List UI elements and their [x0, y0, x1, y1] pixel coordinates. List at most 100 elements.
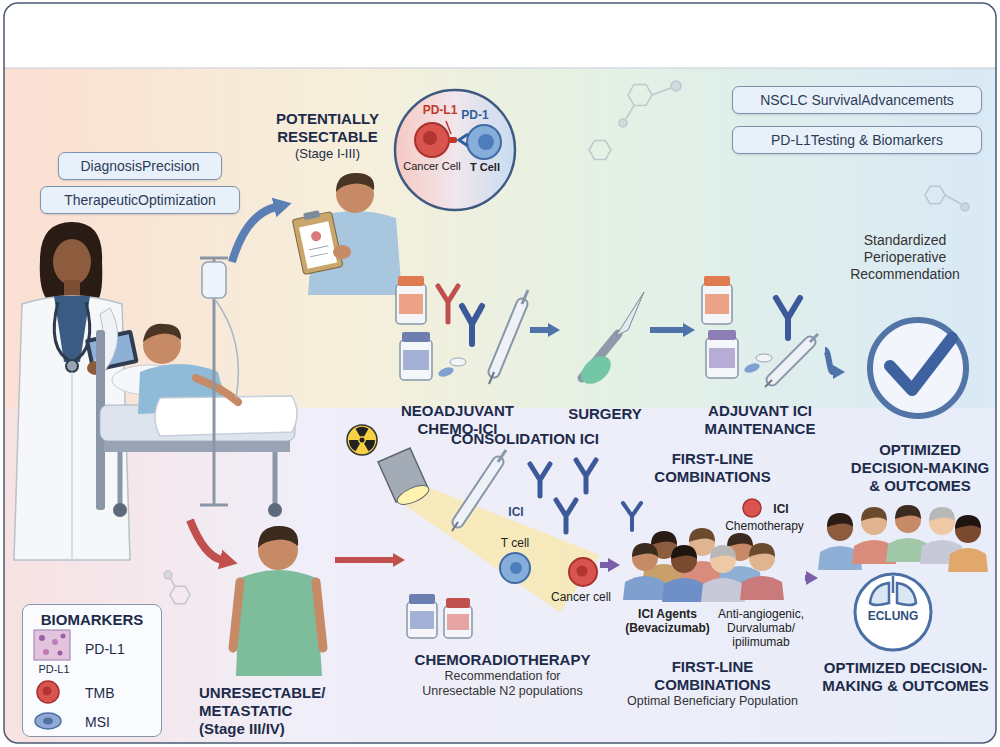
pd1-zoom-circle-part	[415, 123, 449, 157]
patient-bed-part	[268, 503, 282, 517]
outcome-group	[818, 505, 988, 650]
radiation-symbol-part	[356, 427, 369, 437]
frame	[4, 3, 996, 743]
unresectable-patient-figure-part	[258, 526, 298, 548]
text-wrap: POTENTIALLY RESECTABLE(Stage I-III)	[255, 108, 400, 164]
neoadjuvant-drugs-part	[396, 284, 426, 324]
figure-label: Standardized Perioperative Recommendatio…	[840, 232, 970, 282]
node-text: DiagnosisPrecision	[80, 158, 199, 175]
stage-subtitle: (Stage III/IV)	[199, 720, 331, 738]
node-text: PD-L1Testing & Biomarkers	[771, 132, 943, 149]
text-wrap: FIRST-LINE COMBINATIONSOptimal Beneficia…	[620, 656, 805, 710]
doctor-figure-part	[66, 360, 78, 372]
patient-group-part	[623, 503, 641, 530]
molecule-decoration-part	[945, 195, 961, 204]
patient-bed-part	[196, 378, 238, 402]
molecule-decoration	[164, 81, 969, 604]
figure-label: T Cell	[468, 161, 502, 174]
biomarker-icons-part	[52, 639, 58, 645]
consolidation-icons-part	[576, 460, 596, 492]
neoadjuvant-drugs-part	[402, 332, 430, 342]
doctor-figure-part	[40, 222, 103, 304]
text-wrap: CONSOLIDATION ICI	[440, 428, 610, 450]
immune-cells-part	[577, 566, 588, 577]
neoadjuvant-drugs-part	[400, 340, 432, 380]
adjuvant-drugs-part	[772, 342, 810, 380]
resectable-patient-figure-part-part	[292, 211, 343, 274]
neoadjuvant-drugs-part	[399, 294, 423, 314]
neoadjuvant-drugs-part	[494, 304, 522, 372]
icon-caption: ECLUNG	[863, 610, 923, 624]
text-wrap: ADJUVANT ICI MAINTENANCE	[695, 400, 825, 440]
chemo-vials-part	[409, 594, 435, 604]
patient-group-part	[710, 545, 736, 559]
adjuvant-drugs-part	[708, 330, 736, 340]
stage-node: POTENTIALLY RESECTABLE(Stage I-III)	[255, 108, 400, 295]
check-icon	[870, 320, 966, 416]
patient-group-part	[727, 533, 753, 547]
biomarker-icons	[22, 604, 162, 737]
patient-bed-part	[273, 452, 278, 505]
figure-label: PD-L1	[420, 103, 460, 117]
resectable-patient-figure-part	[336, 173, 374, 192]
icon-caption: ICI Agents (Bevacizumab)	[620, 608, 715, 636]
node-text: NSCLC SurvivalAdvancements	[760, 92, 954, 109]
radiation-symbol-part	[360, 438, 365, 443]
chemo-vials-part	[446, 598, 470, 608]
step-node: CONSOLIDATION ICIICI	[440, 428, 610, 533]
patient-bed	[96, 258, 297, 517]
adjuvant-drugs-part	[704, 276, 730, 286]
text-wrap: DiagnosisPrecision	[59, 157, 221, 175]
adjuvant-drugs-part	[810, 334, 818, 342]
neoadjuvant-drugs-part	[462, 306, 482, 344]
patient-bed-part	[155, 396, 297, 436]
text-wrap: PD-L1Testing & Biomarkers	[733, 131, 981, 149]
patient-group-part	[623, 576, 667, 600]
doctor-figure	[14, 222, 139, 560]
node-text: OPTIMIZED DECISION-MAKING & OUTCOMES	[849, 441, 991, 495]
text-wrap: SURGERY	[560, 403, 650, 425]
molecule-decoration-part	[170, 578, 175, 586]
patient-group-part	[701, 578, 745, 602]
molecule-decoration-part	[170, 586, 190, 603]
biomarker-icons-part	[37, 681, 59, 703]
consolidation-icons-part	[498, 450, 506, 462]
step-heading: FIRST-LINE COMBINATIONS	[624, 658, 801, 694]
radiation-symbol-part	[347, 425, 377, 455]
radiation-symbol-part	[364, 440, 375, 451]
biomarker-icons-part	[35, 713, 61, 729]
chemo-vials-part	[410, 611, 434, 629]
stage-subtitle: (Stage I-III)	[259, 146, 396, 162]
biomarker-icons-part	[43, 687, 52, 696]
neoadjuvant-drugs-part	[398, 276, 424, 286]
consolidation-icons-part	[556, 500, 576, 532]
doctor-figure-part	[54, 302, 90, 362]
biomarker-box: BIOMARKERSPD-L1PD-L1TMBMSI	[22, 604, 162, 737]
molecule-decoration-part	[164, 571, 172, 579]
scalpel-icon-part	[616, 292, 644, 336]
check-icon-part	[890, 338, 952, 390]
text-wrap: UNRESECTABLE/ METASTATIC(Stage III/IV)	[195, 682, 335, 740]
outcome-group-part	[892, 576, 895, 593]
molecule-decoration-part	[671, 81, 681, 91]
text-wrap: FIRST-LINE COMBINATIONS	[620, 448, 805, 488]
adjuvant-drugs-part	[756, 354, 772, 362]
step-note: Optimal Beneficiary Population	[624, 694, 801, 708]
pathway-arrow-part	[232, 207, 276, 262]
biomarker-icons-part	[34, 630, 70, 660]
doctor-figure-part	[53, 239, 91, 285]
background-part	[4, 3, 996, 743]
chemo-vials-part	[444, 606, 472, 638]
pd1-zoom-circle	[395, 90, 515, 210]
biomarker-icons-part	[43, 718, 53, 725]
neoadjuvant-drugs-part	[437, 366, 455, 379]
patient-bed-part	[104, 441, 290, 452]
outcome-group-part	[929, 507, 955, 521]
scalpel-icon-part	[576, 351, 616, 390]
resectable-patient-figure-part-part	[310, 230, 322, 242]
resectable-patient-figure-part	[333, 245, 351, 259]
node-text: ADJUVANT ICI MAINTENANCE	[699, 402, 821, 438]
icon-caption: Chemotherapy	[724, 520, 805, 534]
